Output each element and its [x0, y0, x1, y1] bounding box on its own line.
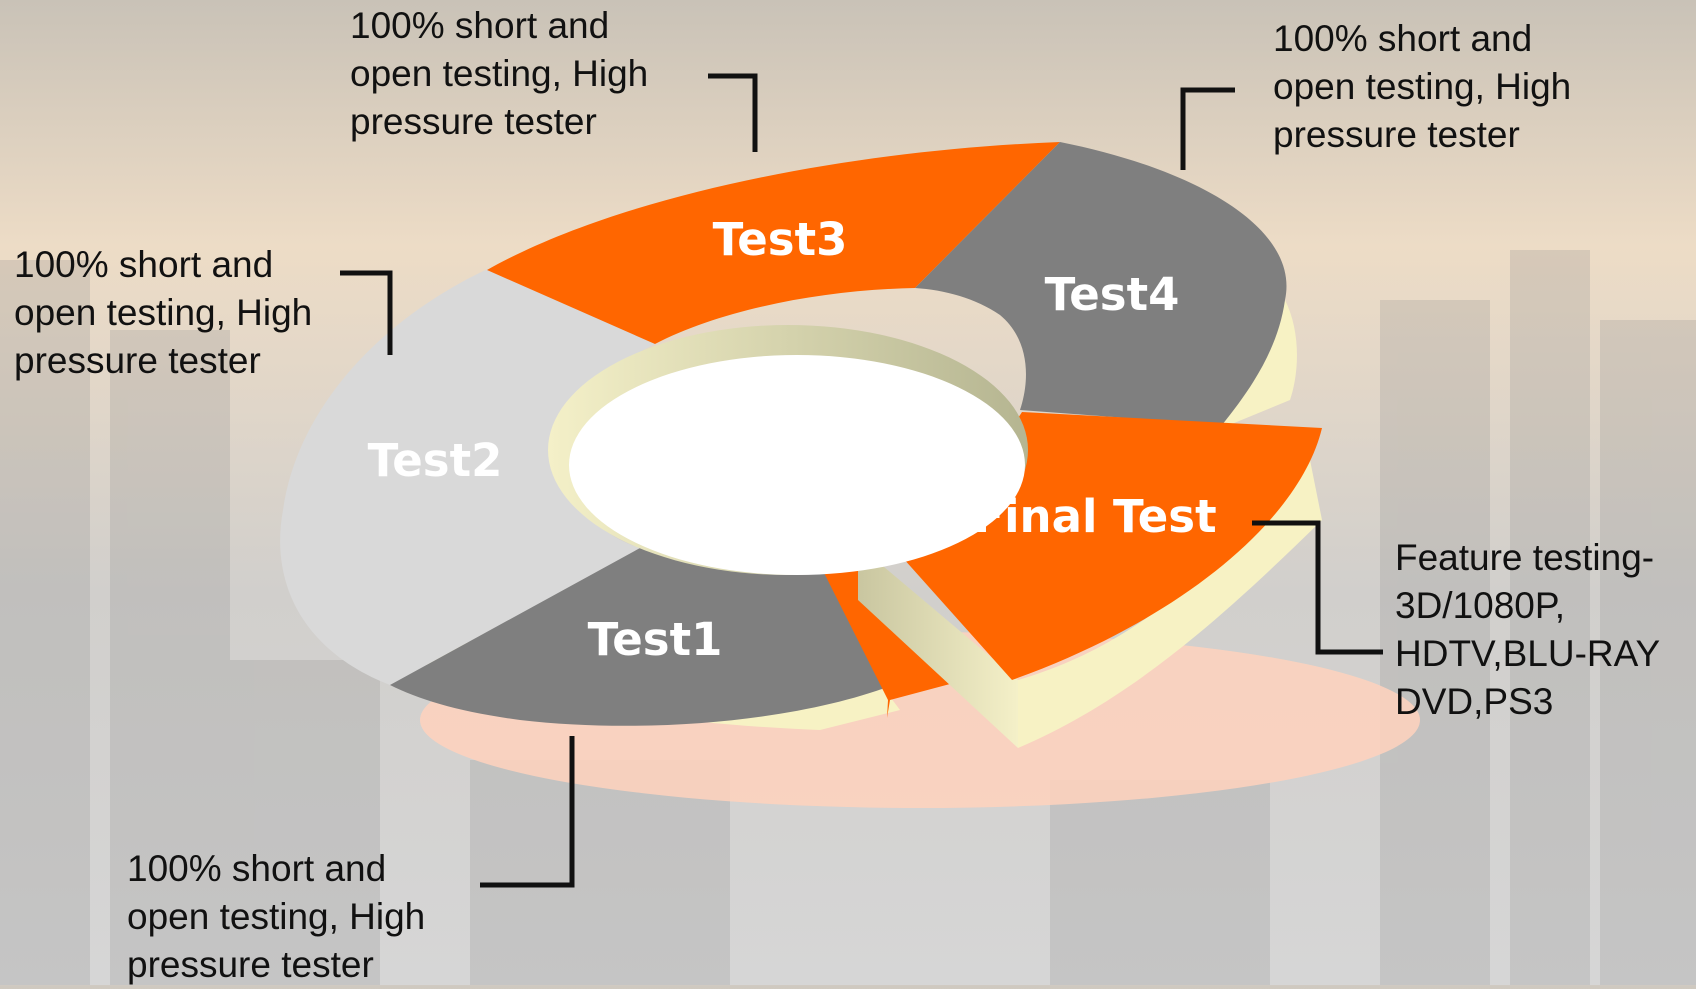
callout-test3-line1: 100% short and [350, 5, 610, 46]
callout-test1: 100% short and open testing, High pressu… [127, 845, 425, 989]
segment-test3 [487, 142, 1060, 344]
segment-test1 [390, 540, 890, 726]
callout-test4-line3: pressure tester [1273, 114, 1520, 155]
final-side-left [858, 545, 1018, 748]
segment-label-final-test: Final Test [973, 490, 1216, 543]
callout-test2-line2: open testing, High [14, 292, 313, 333]
callout-test4-line1: 100% short and [1273, 18, 1533, 59]
segment-test4 [915, 142, 1287, 425]
segment-test2 [280, 254, 655, 685]
callout-final-line4: DVD,PS3 [1395, 681, 1554, 722]
segment-label-test3: Test3 [713, 213, 848, 266]
callout-test2: 100% short and open testing, High pressu… [14, 241, 312, 385]
callout-test1-line2: open testing, High [127, 896, 426, 937]
ring-hole [569, 355, 1025, 575]
callout-test1-line3: pressure tester [127, 944, 374, 985]
callout-test3-line2: open testing, High [350, 53, 649, 94]
leader-test4 [1180, 87, 1235, 170]
city-skyline [0, 250, 1696, 985]
leader-test2 [340, 270, 393, 355]
leader-test1 [480, 736, 575, 888]
callout-test3: 100% short and open testing, High pressu… [350, 2, 648, 146]
callout-test2-line3: pressure tester [14, 340, 261, 381]
callout-test4-line2: open testing, High [1273, 66, 1572, 107]
callout-final-line2: 3D/1080P, [1395, 585, 1566, 626]
callout-final-test: Feature testing- 3D/1080P, HDTV,BLU-RAY … [1395, 534, 1660, 726]
callout-final-line1: Feature testing- [1395, 537, 1655, 578]
segment-label-test4: Test4 [1045, 268, 1180, 321]
segment-final-sliver [810, 540, 965, 718]
callout-test3-line3: pressure tester [350, 101, 597, 142]
leader-final [1252, 520, 1383, 655]
callout-test2-line1: 100% short and [14, 244, 274, 285]
callout-test1-line1: 100% short and [127, 848, 387, 889]
leader-test3 [708, 73, 758, 152]
segment-label-test1: Test1 [588, 613, 723, 666]
segment-label-test2: Test2 [368, 434, 503, 487]
callout-final-line3: HDTV,BLU-RAY [1395, 633, 1661, 674]
callout-test4: 100% short and open testing, High pressu… [1273, 15, 1571, 159]
